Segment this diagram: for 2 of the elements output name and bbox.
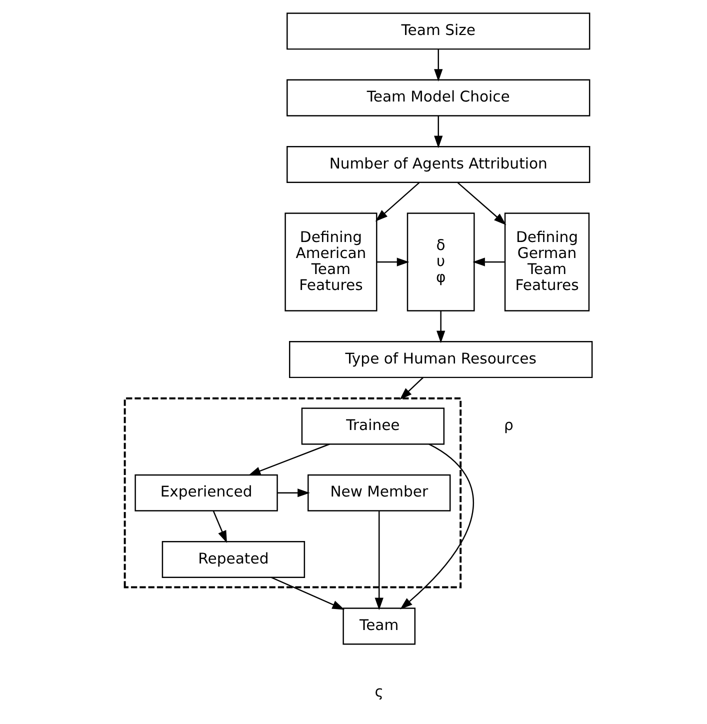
label: ς	[374, 684, 384, 701]
label: ρ	[504, 417, 514, 434]
